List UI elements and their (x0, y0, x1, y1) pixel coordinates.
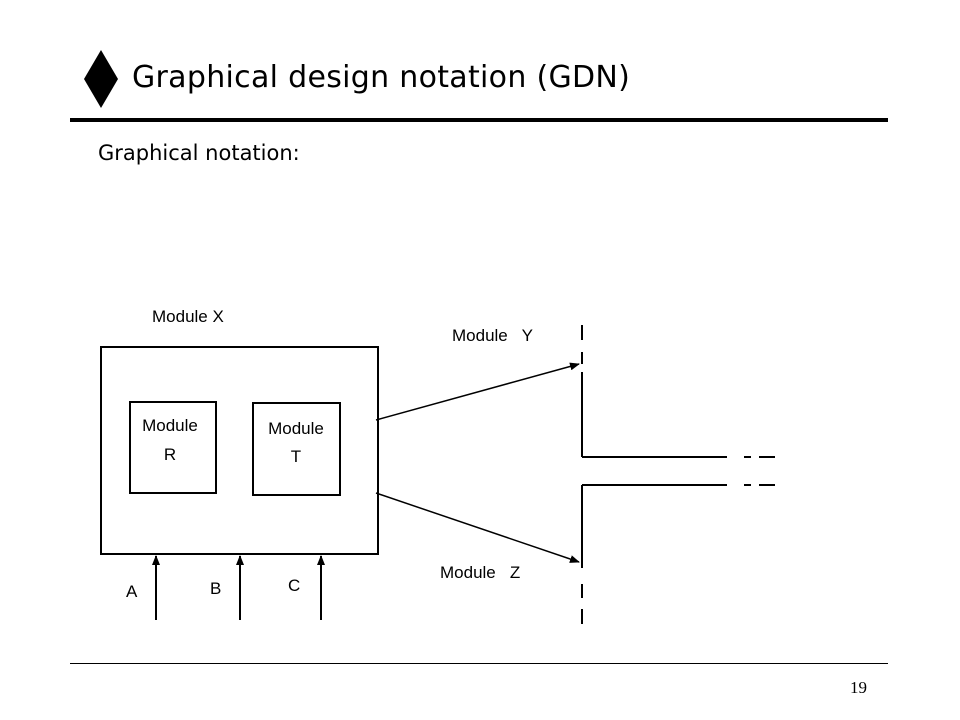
footer-divider (70, 663, 888, 664)
arrow-to-module-y (375, 362, 580, 421)
module-y-label: Module Y (452, 326, 533, 345)
module-t-label-line1: Module (268, 419, 324, 438)
module-t-box (252, 402, 341, 496)
slide-subtitle: Graphical notation: (98, 141, 300, 165)
input-label-a: A (126, 582, 138, 601)
page-number: 19 (850, 678, 867, 697)
module-z-label: Module Z (440, 563, 520, 582)
module-z-shape (581, 484, 775, 624)
module-r-box (129, 401, 217, 494)
arrow-to-module-z (375, 492, 580, 563)
module-r-label-line2: R (164, 445, 176, 464)
diamond-icon (84, 50, 118, 108)
slide-title: Graphical design notation (GDN) (132, 60, 631, 95)
input-label-c: C (288, 576, 300, 595)
module-t-label-line2: T (291, 447, 301, 466)
module-r-label-line1: Module (142, 416, 198, 435)
title-divider (70, 118, 888, 122)
input-label-b: B (210, 579, 221, 598)
module-y-shape (581, 325, 775, 458)
module-x-box (100, 346, 379, 555)
module-x-label: Module X (152, 307, 224, 326)
